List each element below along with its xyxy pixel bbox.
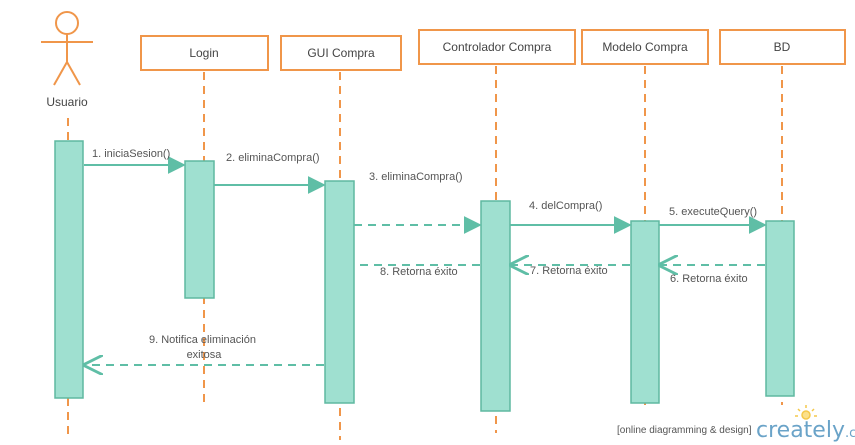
message-3-label: 3. eliminaCompra() — [369, 171, 463, 183]
message-9-label-line-1: 9. Notifica eliminación — [149, 334, 256, 346]
lifeline-lines — [67, 66, 783, 440]
actor-label: Usuario — [46, 95, 88, 109]
message-2-label: 2. eliminaCompra() — [226, 152, 320, 164]
message-1[interactable]: 1. iniciaSesion() — [84, 148, 186, 174]
message-9-label-line-2: exitosa — [187, 349, 223, 361]
lifeline-header-bd[interactable]: BD — [719, 29, 846, 65]
lightbulb-icon — [795, 405, 817, 420]
watermark-brand-name: creately — [756, 418, 845, 443]
lifeline-label-gui: GUI Compra — [307, 46, 375, 60]
message-4[interactable]: 4. delCompra() — [510, 200, 632, 234]
activation-bars — [54, 140, 795, 412]
message-9[interactable]: 9. Notifica eliminación exitosa — [85, 334, 324, 365]
message-8-label: 8. Retorna éxito — [380, 266, 458, 278]
actor-usuario[interactable]: Usuario — [41, 11, 93, 109]
activation-bd[interactable] — [765, 220, 795, 397]
message-6-label: 6. Retorna éxito — [670, 273, 748, 285]
lifeline-header-login[interactable]: Login — [140, 35, 269, 71]
activation-gui[interactable] — [324, 180, 355, 404]
message-5[interactable]: 5. executeQuery() — [659, 206, 767, 234]
creately-watermark[interactable]: [online diagramming & design] creately.c… — [617, 405, 855, 443]
message-2[interactable]: 2. eliminaCompra() — [214, 152, 326, 194]
message-4-label: 4. delCompra() — [529, 200, 602, 212]
message-3[interactable]: 3. eliminaCompra() — [354, 171, 482, 234]
watermark-brand: creately.com — [756, 418, 855, 443]
lifeline-label-modelo: Modelo Compra — [602, 40, 688, 54]
lifeline-label-bd: BD — [774, 40, 791, 54]
message-9-label: 9. Notifica eliminación exitosa — [149, 334, 259, 361]
watermark-tagline: [online diagramming & design] — [617, 425, 752, 436]
message-6[interactable]: 6. Retorna éxito — [660, 265, 765, 285]
message-1-label: 1. iniciaSesion() — [92, 148, 170, 160]
activation-modelo[interactable] — [630, 220, 660, 404]
lifeline-header-controlador[interactable]: Controlador Compra — [418, 29, 576, 65]
activation-controlador[interactable] — [480, 200, 511, 412]
activation-login[interactable] — [184, 160, 215, 299]
lifeline-label-login: Login — [189, 46, 218, 60]
lifeline-header-gui[interactable]: GUI Compra — [280, 35, 402, 71]
lifeline-label-controlador: Controlador Compra — [443, 40, 552, 54]
message-8[interactable]: 8. Retorna éxito — [356, 264, 480, 278]
message-5-label: 5. executeQuery() — [669, 206, 757, 218]
activation-usuario[interactable] — [54, 140, 84, 399]
watermark-brand-suffix: .com — [845, 426, 855, 441]
stick-figure-icon — [41, 11, 93, 86]
lifeline-header-modelo[interactable]: Modelo Compra — [581, 29, 709, 65]
message-7[interactable]: 7. Retorna éxito — [511, 265, 630, 277]
message-7-label: 7. Retorna éxito — [530, 265, 608, 277]
